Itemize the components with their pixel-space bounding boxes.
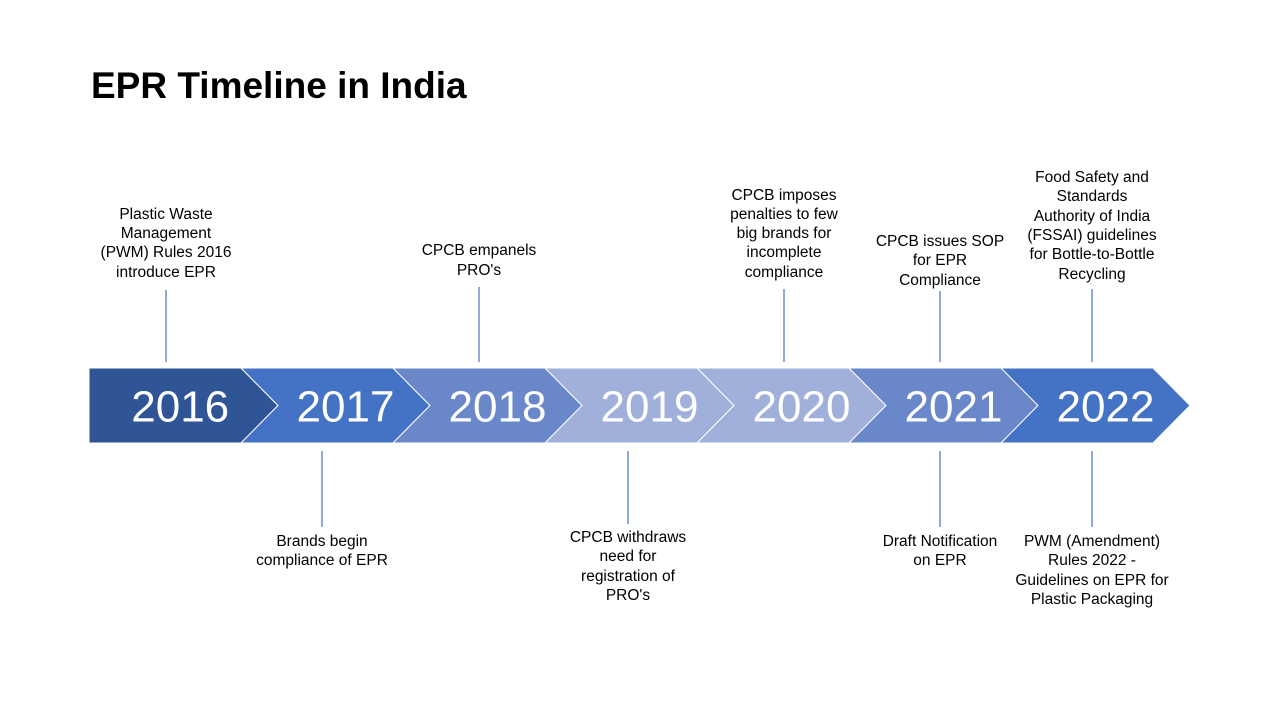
year-label-2017: 2017 bbox=[297, 383, 395, 432]
event-bottom-2017: Brands begin compliance of EPR bbox=[256, 533, 388, 570]
event-bottom-2022: PWM (Amendment) Rules 2022 - Guidelines … bbox=[1015, 533, 1169, 608]
event-bottom-2019: CPCB withdraws need for registration of … bbox=[569, 529, 687, 604]
chevron-2022 bbox=[999, 367, 1191, 444]
year-label-2019: 2019 bbox=[601, 383, 699, 432]
year-label-2020: 2020 bbox=[753, 383, 851, 432]
year-label-2021: 2021 bbox=[905, 383, 1003, 432]
event-top-2020: CPCB imposes penalties to few big brands… bbox=[730, 186, 838, 281]
event-top-2022: Food Safety and Standards Authority of I… bbox=[1027, 169, 1157, 283]
year-label-2018: 2018 bbox=[449, 383, 547, 432]
event-top-2016: Plastic Waste Management (PWM) Rules 201… bbox=[100, 205, 232, 281]
year-label-2022: 2022 bbox=[1057, 383, 1155, 432]
event-top-2021: CPCB issues SOP for EPR Compliance bbox=[875, 233, 1005, 289]
page-title: EPR Timeline in India bbox=[91, 65, 467, 106]
year-label-2016: 2016 bbox=[131, 383, 229, 432]
event-bottom-2021: Draft Notification on EPR bbox=[882, 533, 998, 570]
event-top-2018: CPCB empanels PRO's bbox=[421, 242, 537, 279]
